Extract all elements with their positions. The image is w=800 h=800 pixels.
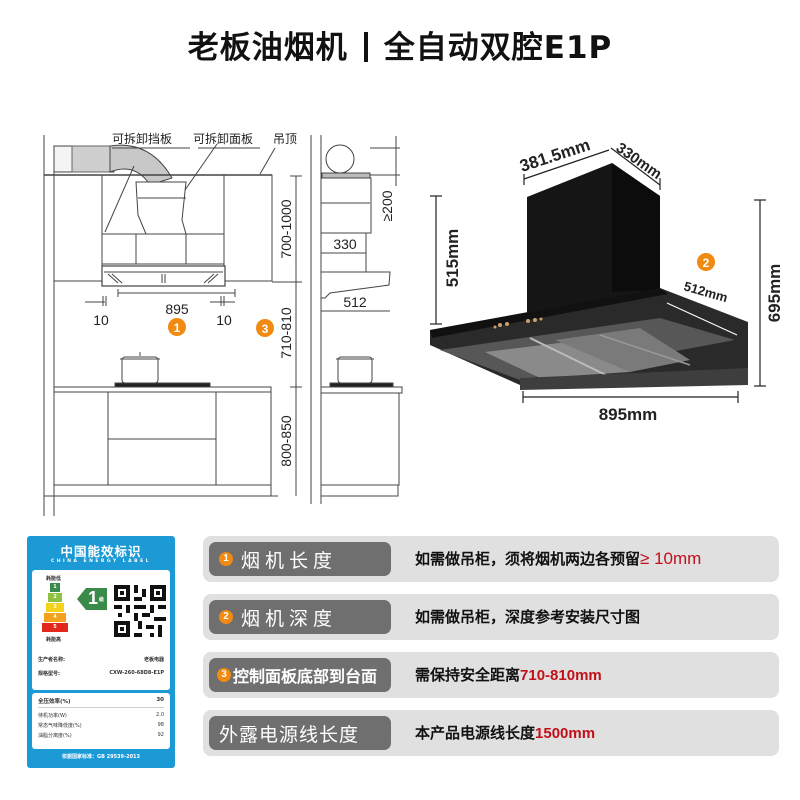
- qr-code-icon: [114, 585, 166, 637]
- metric-value: 2.0: [156, 712, 164, 718]
- title-separator: [363, 32, 368, 62]
- info-row-pill: 3 控制面板底部到台面: [209, 658, 391, 692]
- model-value: CXW-260-68D8-E1P: [109, 670, 164, 676]
- metric-value: 30: [156, 697, 164, 703]
- marker-3-label: 3: [262, 322, 269, 336]
- info-row-label: 烟机长度: [241, 549, 338, 572]
- number-badge-icon: 3: [217, 668, 231, 682]
- info-row-panel-to-counter: 3 控制面板底部到台面 需保持安全距离710-810mm: [203, 652, 779, 698]
- info-row-power-cord: 外露电源线长度 本产品电源线长度1500mm: [203, 710, 779, 756]
- number-badge-icon: 1: [219, 552, 233, 566]
- dim-total-height: 695mm: [765, 264, 784, 323]
- info-row-desc: 需保持安全距离710-810mm: [415, 652, 602, 698]
- info-row-desc: 如需做吊柜，须将烟机两边各预留≥ 10mm: [415, 536, 701, 582]
- label-removable-panel: 可拆卸面板: [193, 131, 253, 146]
- label-ceiling: 吊顶: [273, 132, 297, 146]
- dim-hood-to-counter: 710-810: [278, 307, 294, 359]
- info-row-desc: 本产品电源线长度1500mm: [415, 710, 595, 756]
- high-consumption-label: 耗能高: [46, 637, 62, 643]
- grade-indicator: 1 级: [77, 588, 107, 610]
- dim-chimney-height: 515mm: [443, 229, 462, 288]
- metric-value: 98: [157, 722, 164, 728]
- metric-value: 92: [157, 732, 164, 738]
- dim-left-gap: 10: [93, 312, 109, 328]
- manufacturer-value: 老板电器: [143, 657, 164, 663]
- info-row-label: 控制面板底部到台面: [233, 667, 378, 686]
- dim-hood-depth: 512: [343, 294, 367, 310]
- number-badge-icon: 2: [219, 610, 233, 624]
- marker-2-icon: [697, 253, 715, 271]
- dim-hood-width: 895: [165, 301, 189, 317]
- model-title: 全自动双腔E1P: [383, 30, 613, 66]
- info-row-pill: 外露电源线长度: [209, 716, 391, 750]
- marker-3-icon: [256, 319, 274, 337]
- energy-label: 中国能效标识 CHINA ENERGY LABEL 耗能低 1 2 3 4 5 …: [27, 536, 175, 768]
- grade-bar-3: 3: [46, 603, 64, 612]
- marker-1-label: 1: [174, 321, 181, 335]
- info-row-desc: 如需做吊柜，深度参考安装尺寸图: [415, 594, 640, 640]
- metric-label: 常态气味降低度(%): [38, 723, 82, 729]
- installation-diagram: 可拆卸挡板 可拆卸面板 吊顶 895 10 10 700-1000 710-81…: [43, 131, 784, 516]
- metrics-divider: [38, 707, 164, 708]
- dim-width: 895mm: [599, 405, 658, 424]
- dim-cabinet-height: 700-1000: [278, 199, 294, 258]
- dim-box-depth: 330: [333, 236, 357, 252]
- dim-counter-height: 800-850: [278, 415, 294, 467]
- info-row-pill: 1 烟机长度: [209, 542, 391, 576]
- grade-suffix: 级: [99, 597, 105, 603]
- energy-standard: 依据国家标准：GB 29539-2013: [61, 754, 141, 760]
- manufacturer-label: 生产者名称:: [38, 657, 66, 663]
- info-row-label: 外露电源线长度: [219, 723, 360, 746]
- info-row-desc-text: 需保持安全距离: [415, 666, 521, 684]
- page-title: 老板油烟机全自动双腔E1P: [0, 22, 800, 67]
- dim-right-gap: 10: [216, 312, 232, 328]
- label-removable-baffle: 可拆卸挡板: [112, 131, 172, 146]
- info-row-highlight: 1500mm: [535, 725, 596, 742]
- energy-label-subtitle: CHINA ENERGY LABEL: [50, 559, 152, 564]
- info-row-desc-text: 如需做吊柜，须将烟机两边各预留: [415, 550, 641, 568]
- dim-duct-clearance: ≥200: [379, 190, 395, 221]
- info-row-desc-text: 如需做吊柜，深度参考安装尺寸图: [415, 608, 641, 626]
- energy-metrics-card: 全压效率(%) 30 待机功率(W) 2.0 常态气味降低度(%) 98 油脂分…: [32, 693, 170, 749]
- grade-bar-4: 4: [44, 613, 66, 622]
- brand-title: 老板油烟机: [187, 30, 348, 66]
- info-row-highlight: ≥ 10mm: [640, 549, 702, 568]
- grade-bar-1: 1: [50, 583, 60, 592]
- info-row-hood-length: 1 烟机长度 如需做吊柜，须将烟机两边各预留≥ 10mm: [203, 536, 779, 582]
- energy-label-title: 中国能效标识: [60, 544, 142, 559]
- marker-2-label: 2: [703, 256, 710, 270]
- metric-label: 待机功率(W): [38, 713, 67, 719]
- grade-bar-2: 2: [48, 593, 62, 602]
- grade-value: 1: [88, 588, 99, 608]
- energy-grade-card: 耗能低 1 2 3 4 5 耗能高 1 级 生产者名称: 老板电器: [32, 570, 170, 690]
- info-row-desc-text: 本产品电源线长度: [415, 724, 536, 742]
- low-consumption-label: 耗能低: [46, 576, 62, 582]
- metric-label: 油脂分离度(%): [38, 733, 72, 739]
- model-label: 规格型号:: [38, 671, 60, 677]
- info-row-pill: 2 烟机深度: [209, 600, 391, 634]
- grade-bar-5: 5: [42, 623, 68, 632]
- info-row-highlight: 710-810mm: [520, 667, 602, 684]
- dim-top-width: 381.5mm: [517, 135, 592, 176]
- marker-1-icon: [168, 318, 186, 336]
- range-hood-image: [430, 163, 748, 390]
- metric-label: 全压效率(%): [38, 699, 71, 705]
- info-row-label: 烟机深度: [241, 607, 338, 630]
- info-row-hood-depth: 2 烟机深度 如需做吊柜，深度参考安装尺寸图: [203, 594, 779, 640]
